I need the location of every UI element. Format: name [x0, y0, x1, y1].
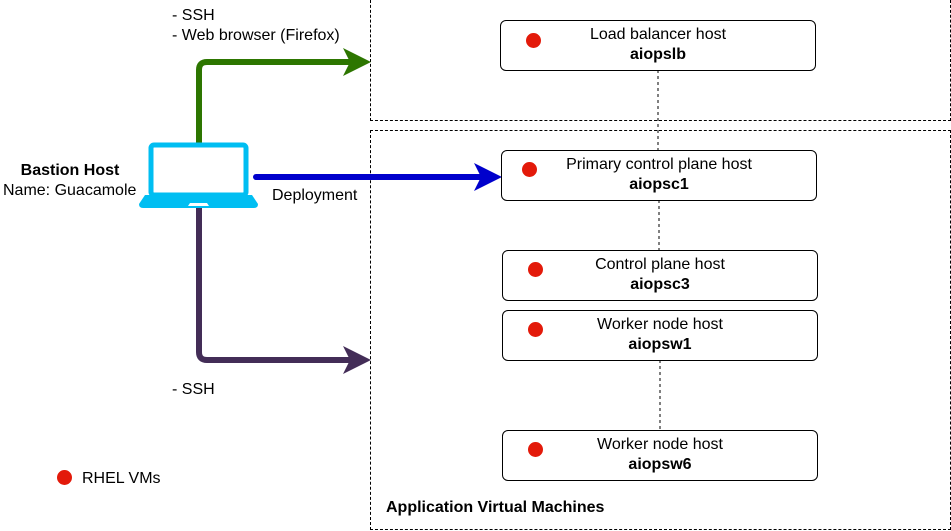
arrowhead-ssh-web	[343, 48, 371, 76]
host-role: Control plane host	[595, 256, 725, 273]
host-control-plane[interactable]: Control plane host aiopsc3	[502, 250, 818, 301]
rhel-vm-icon	[526, 33, 541, 48]
host-primary-control-plane[interactable]: Primary control plane host aiopsc1	[501, 150, 817, 201]
rhel-vm-icon	[528, 322, 543, 337]
ssh-label: - SSH	[172, 381, 215, 398]
host-role: Worker node host	[597, 436, 723, 453]
host-load-balancer[interactable]: Load balancer host aiopslb	[500, 20, 816, 71]
legend-rhel-icon	[57, 470, 72, 485]
host-name: aiopsc1	[629, 176, 689, 193]
application-vms-title: Application Virtual Machines	[386, 499, 605, 516]
arrow-ssh	[196, 208, 350, 363]
deployment-label: Deployment	[272, 187, 358, 204]
rhel-vm-icon	[522, 162, 537, 177]
host-name: aiopslb	[629, 46, 686, 63]
arrow-ssh-web	[196, 59, 350, 145]
host-name: aiopsc3	[630, 276, 690, 293]
legend-label: RHEL VMs	[82, 470, 161, 487]
host-worker-node-1[interactable]: Worker node host aiopsw1	[502, 310, 818, 361]
bastion-subtitle: Name: Guacamole	[3, 182, 137, 199]
arrowhead-ssh	[343, 346, 371, 374]
ssh-web-label-line2: - Web browser (Firefox)	[172, 27, 340, 44]
laptop-icon	[139, 142, 258, 208]
ssh-web-label-line1: - SSH	[172, 7, 215, 24]
host-worker-node-6[interactable]: Worker node host aiopsw6	[502, 430, 818, 481]
rhel-vm-icon	[528, 262, 543, 277]
rhel-vm-icon	[528, 442, 543, 457]
host-role: Load balancer host	[589, 26, 727, 43]
host-role: Worker node host	[597, 316, 723, 333]
bastion-title: Bastion Host	[20, 162, 120, 179]
arrowhead-deployment	[474, 163, 502, 191]
host-role: Primary control plane host	[566, 156, 752, 173]
host-name: aiopsw1	[628, 336, 692, 353]
host-name: aiopsw6	[628, 456, 692, 473]
